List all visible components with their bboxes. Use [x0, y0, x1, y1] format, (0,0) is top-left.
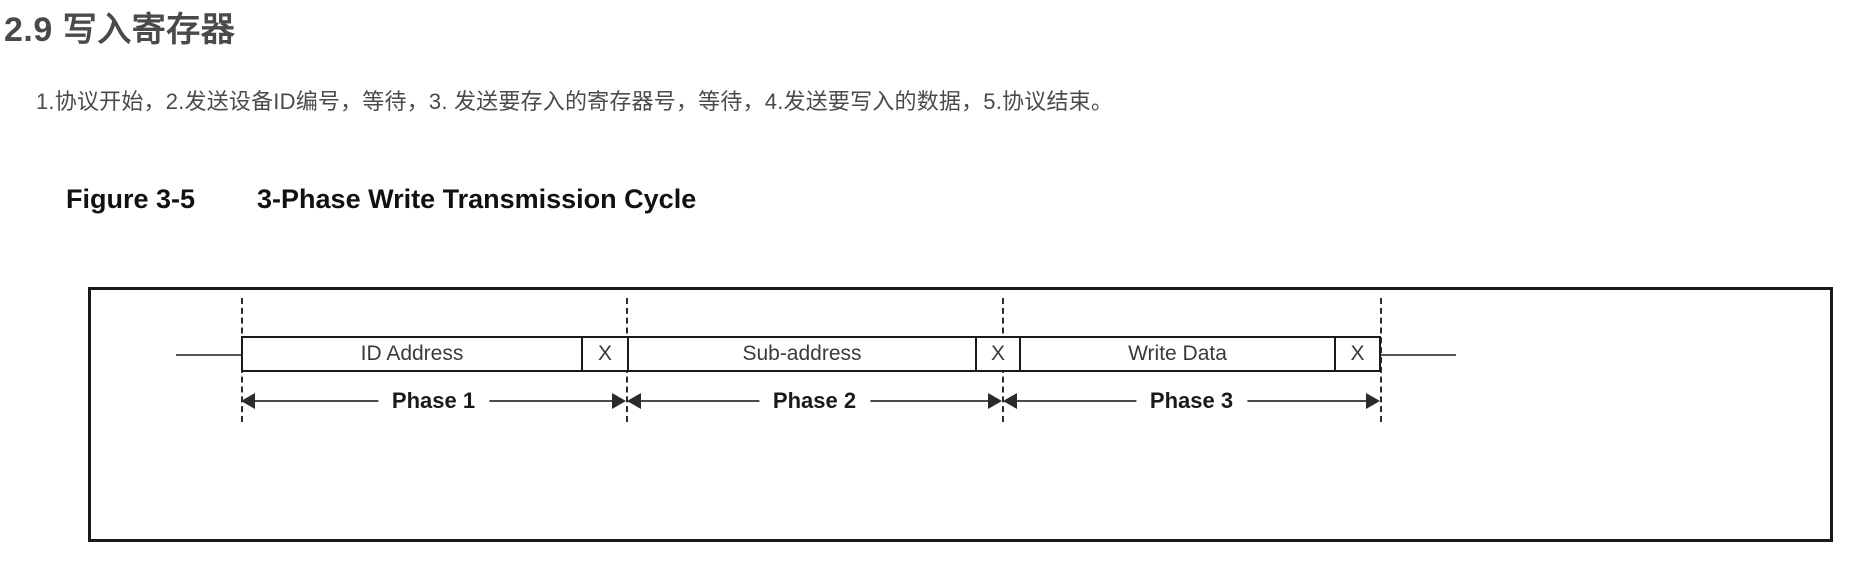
timing-diagram: ID Address X Sub-address X Write Data X: [91, 290, 1830, 539]
body-paragraph: 1.协议开始，2.发送设备ID编号，等待，3. 发送要存入的寄存器号，等待，4.…: [36, 89, 1114, 114]
packet-cell-id-address: ID Address: [243, 338, 583, 370]
packet-cell-ack-2: X: [977, 338, 1021, 370]
arrow-head-left-icon: [627, 393, 641, 409]
packet-cell-label: Sub-address: [742, 342, 862, 365]
packet-cell-label: Write Data: [1128, 342, 1227, 365]
idle-line-right: [1381, 354, 1456, 356]
packet-cell-label: ID Address: [360, 342, 464, 365]
phase-span-1: Phase 1: [241, 388, 626, 414]
phase-boundary-dash-4: [1380, 298, 1382, 422]
phase-span-3: Phase 3: [1003, 388, 1380, 414]
phase-label: Phase 1: [377, 388, 490, 414]
packet-cell-label: X: [990, 342, 1005, 365]
figure-caption: Figure 3-5 3-Phase Write Transmission Cyc…: [66, 184, 696, 215]
packet-cell-write-data: Write Data: [1021, 338, 1336, 370]
phase-label: Phase 3: [1135, 388, 1248, 414]
idle-line-left: [176, 354, 243, 356]
figure-caption-number: Figure 3-5: [66, 184, 196, 214]
figure-frame: ID Address X Sub-address X Write Data X: [88, 287, 1833, 542]
phase-label: Phase 2: [758, 388, 871, 414]
phase-span-2: Phase 2: [627, 388, 1002, 414]
packet-cell-label: X: [1350, 342, 1365, 365]
arrow-head-right-icon: [1366, 393, 1380, 409]
arrow-head-left-icon: [241, 393, 255, 409]
packet-cell-label: X: [597, 342, 612, 365]
packet-cell-ack-3: X: [1336, 338, 1379, 370]
packet-bar: ID Address X Sub-address X Write Data X: [241, 336, 1381, 372]
arrow-head-left-icon: [1003, 393, 1017, 409]
arrow-head-right-icon: [988, 393, 1002, 409]
arrow-head-right-icon: [612, 393, 626, 409]
packet-cell-ack-1: X: [583, 338, 629, 370]
figure-caption-title: 3-Phase Write Transmission Cycle: [257, 184, 697, 214]
packet-cell-sub-address: Sub-address: [629, 338, 977, 370]
page-title: 2.9 写入寄存器: [4, 11, 236, 49]
